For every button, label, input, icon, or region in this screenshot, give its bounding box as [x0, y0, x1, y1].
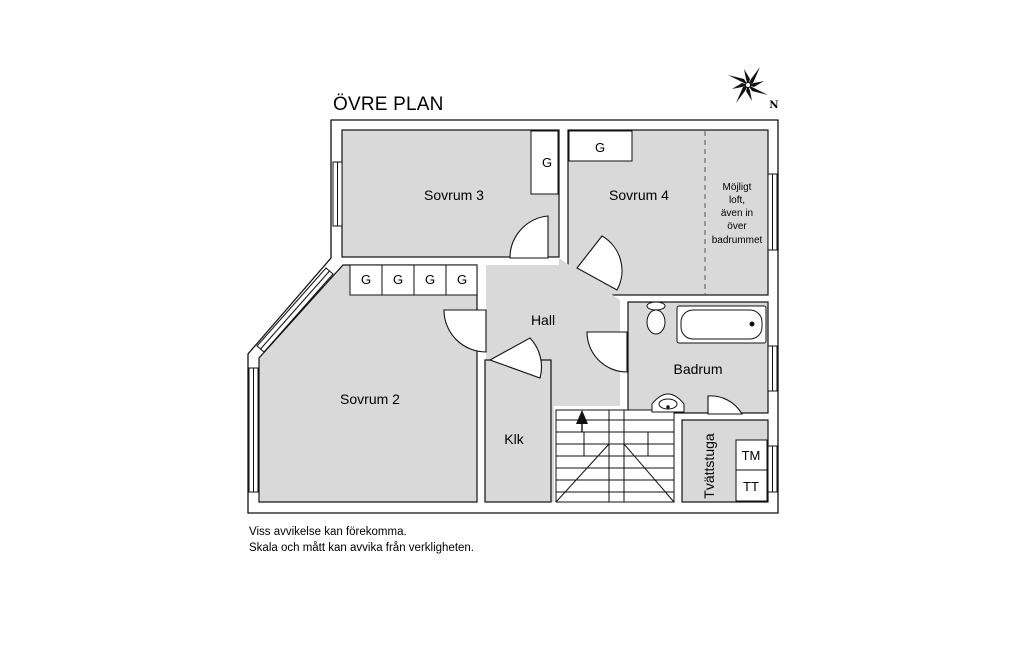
- door-tvattstuga: [707, 395, 743, 415]
- loft-note-line-2: loft,: [729, 195, 745, 206]
- door-sovrum-2: [443, 309, 487, 353]
- label-sovrum-4: Sovrum 4: [609, 187, 669, 203]
- compass-north-label: N: [769, 100, 778, 111]
- compass-rose-icon: [728, 67, 768, 103]
- door-klk: [488, 337, 543, 379]
- closet-label: G: [542, 155, 552, 170]
- label-klk: Klk: [504, 431, 524, 447]
- disclaimer-line-2: Skala och mått kan avvika från verklighe…: [249, 541, 475, 554]
- closet-sovrum-4: [568, 130, 633, 162]
- label-tm: TM: [742, 448, 761, 463]
- loft-note-line-3: även in: [721, 208, 753, 219]
- label-hall: Hall: [531, 312, 555, 328]
- closet-label: G: [425, 272, 435, 287]
- label-sovrum-2: Sovrum 2: [340, 391, 400, 407]
- door-swings: [443, 215, 743, 415]
- door-sovrum-4: [576, 235, 623, 291]
- closet-label: G: [361, 272, 371, 287]
- loft-note-line-1: Möjligt: [723, 182, 752, 193]
- windows: [248, 161, 778, 493]
- loft-note-line-5: badrummet: [712, 235, 763, 246]
- stair-direction-arrow-icon: [576, 410, 588, 424]
- closet-dividers: [381, 265, 447, 295]
- toilet-icon: [646, 301, 666, 335]
- door-sovrum-3: [509, 215, 549, 259]
- appliance-tt-box: [735, 469, 768, 502]
- label-tt: TT: [743, 479, 759, 494]
- plan-title: ÖVRE PLAN: [333, 94, 444, 115]
- closet-label: G: [457, 272, 467, 287]
- bathtub-icon: [676, 305, 767, 344]
- disclaimer: Viss avvikelse kan förekomma. Skala och …: [249, 525, 474, 556]
- closet-label: G: [393, 272, 403, 287]
- door-badrum: [586, 331, 628, 373]
- loft-note-line-4: över: [727, 221, 747, 232]
- staircase: [555, 409, 675, 503]
- klk-floor: [484, 359, 552, 503]
- label-sovrum-3: Sovrum 3: [424, 187, 484, 203]
- label-tvattstuga: Tvättstuga: [701, 433, 717, 499]
- sovrum-2-floor: [258, 264, 478, 503]
- sink-icon: [651, 393, 685, 413]
- label-badrum: Badrum: [673, 361, 722, 377]
- disclaimer-line-1: Viss avvikelse kan förekomma.: [249, 526, 407, 538]
- appliance-tm-box: [735, 439, 768, 471]
- closet-sovrum-3: [530, 130, 559, 195]
- closet-label: G: [595, 140, 605, 155]
